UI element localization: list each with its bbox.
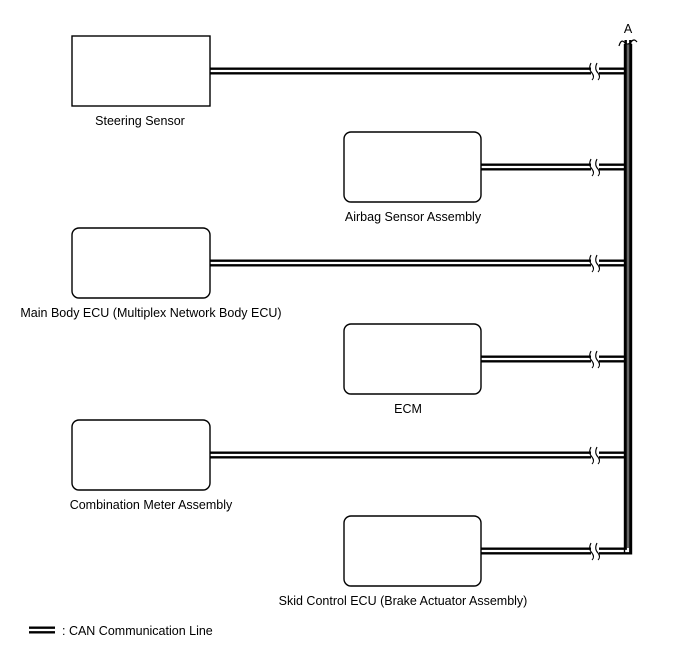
combination-meter-box	[71, 419, 211, 491]
skid-control-ecu-label: Skid Control ECU (Brake Actuator Assembl…	[279, 594, 528, 608]
component-skid-control-ecu: Skid Control ECU (Brake Actuator Assembl…	[279, 515, 528, 608]
component-airbag-sensor: Airbag Sensor Assembly	[343, 131, 482, 224]
combination-meter-label: Combination Meter Assembly	[70, 498, 233, 512]
component-steering-sensor: Steering Sensor	[71, 35, 211, 128]
component-ecm: ECM	[343, 323, 482, 416]
break-mark-steering	[589, 62, 601, 81]
legend-text: : CAN Communication Line	[62, 624, 213, 638]
bus-trunk	[618, 39, 638, 555]
ecm-box	[343, 323, 482, 395]
bus-break-mark	[618, 39, 638, 47]
break-mark-airbag	[589, 158, 601, 177]
component-combination-meter: Combination Meter Assembly	[70, 419, 233, 512]
break-mark-skid	[589, 542, 601, 561]
wire-skid	[481, 40, 632, 555]
break-mark-ecm	[589, 350, 601, 369]
airbag-sensor-box	[343, 131, 482, 203]
main-body-ecu-box	[71, 227, 211, 299]
ecm-label: ECM	[394, 402, 422, 416]
break-mark-combo	[589, 446, 601, 465]
break-mark-mainbody	[589, 254, 601, 273]
airbag-sensor-label: Airbag Sensor Assembly	[345, 210, 482, 224]
skid-control-ecu-box	[343, 515, 482, 587]
main-body-ecu-label: Main Body ECU (Multiplex Network Body EC…	[20, 306, 281, 320]
wire-break-marks	[589, 62, 601, 561]
component-main-body-ecu: Main Body ECU (Multiplex Network Body EC…	[20, 227, 282, 320]
legend: : CAN Communication Line	[29, 624, 213, 638]
steering-sensor-label: Steering Sensor	[95, 114, 185, 128]
steering-sensor-box	[71, 35, 211, 107]
bus-label: A	[624, 22, 633, 36]
branch-wires	[210, 40, 632, 555]
